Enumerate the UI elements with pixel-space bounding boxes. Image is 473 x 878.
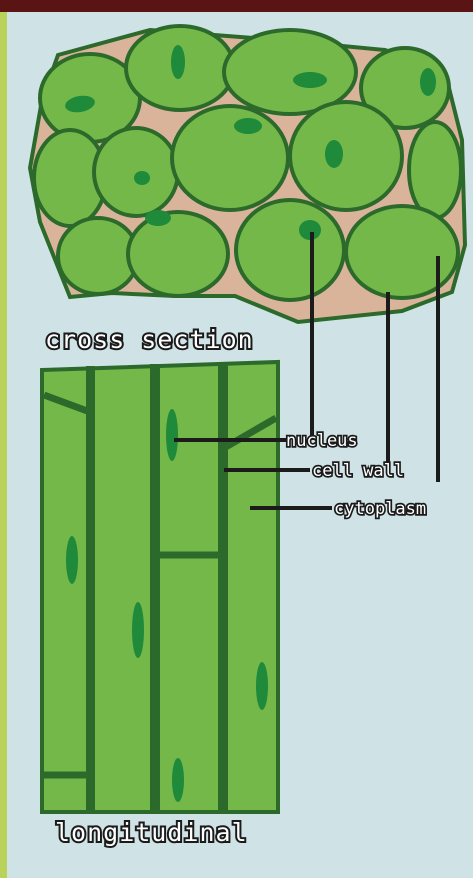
- label-cytoplasm: cytoplasm: [334, 499, 426, 519]
- nucleus-mark: [325, 140, 343, 168]
- nucleus-mark: [145, 210, 171, 226]
- cross-section-tissue: [30, 26, 465, 322]
- longitudinal-caption: longitudinal: [55, 818, 248, 847]
- cell-wall-column: [150, 364, 160, 812]
- nucleus-mark: [420, 68, 436, 96]
- nucleus-mark: [256, 662, 268, 710]
- longitudinal-tissue: [42, 362, 278, 812]
- nucleus-mark: [66, 536, 78, 584]
- cell-wall-column: [218, 364, 228, 812]
- cell: [94, 128, 178, 216]
- nucleus-mark: [293, 72, 327, 88]
- nucleus-mark: [171, 45, 185, 79]
- cell-wall-column: [86, 366, 95, 812]
- nucleus-mark: [172, 758, 184, 802]
- nucleus-mark: [134, 171, 150, 185]
- label-cell-wall: cell wall: [312, 461, 404, 481]
- cell: [290, 102, 402, 210]
- cell: [409, 122, 461, 218]
- nucleus-mark: [132, 602, 144, 658]
- nucleus-mark: [166, 409, 178, 461]
- nucleus-mark: [234, 118, 262, 134]
- cell: [128, 212, 228, 296]
- cell: [346, 206, 458, 298]
- cell: [58, 218, 138, 294]
- cross-section-caption: cross section: [45, 325, 254, 354]
- top-band: [0, 0, 473, 12]
- cell: [172, 106, 288, 210]
- cell: [236, 200, 344, 300]
- left-edge-strip: [0, 12, 7, 878]
- label-nucleus: nucleus: [286, 431, 358, 451]
